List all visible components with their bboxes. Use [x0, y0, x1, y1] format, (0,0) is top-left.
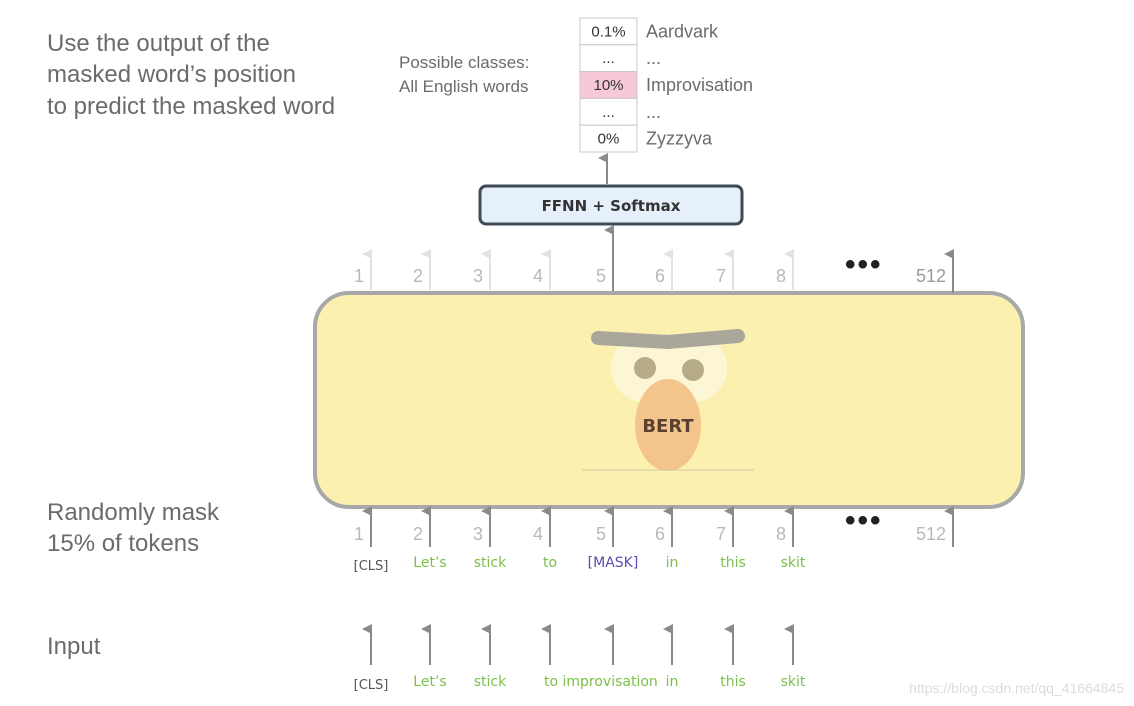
- output-position-number-512: 512: [916, 266, 946, 286]
- input-token: [CLS]: [354, 678, 389, 693]
- input-positions-row: 1 2 3 4 5 6 7 8 512: [354, 506, 954, 547]
- mask-caption-line-1: Randomly mask: [47, 499, 220, 526]
- bert-left-eye: [634, 357, 656, 379]
- bottom-ellipsis: •••: [845, 504, 883, 537]
- input-caption: Input: [47, 633, 101, 660]
- input-position-number: 3: [473, 524, 483, 544]
- prob-cell: [579, 17, 638, 46]
- watermark: https://blog.csdn.net/qq_41664845: [909, 680, 1124, 696]
- class-word: Improvisation: [646, 75, 753, 95]
- masked-row-token: in: [666, 555, 679, 571]
- masked-row-token: [CLS]: [354, 559, 389, 574]
- input-position-number: 2: [413, 524, 423, 544]
- top-ellipsis: •••: [845, 248, 883, 281]
- prob-cell: [579, 97, 638, 126]
- input-token: to improvisation: [544, 674, 658, 690]
- bert-label: BERT: [642, 416, 694, 437]
- input-token: skit: [781, 674, 806, 690]
- bert-model-block: BERT: [313, 291, 1025, 509]
- class-word: Zyzzyva: [646, 129, 713, 149]
- ffnn-softmax-box: FFNN + Softmax: [478, 184, 744, 226]
- input-position-number: 7: [716, 524, 726, 544]
- output-probability-table: 0.1% Aardvark...... 10% Improvisation......…: [579, 17, 753, 153]
- possible-classes-line-1: Possible classes:: [399, 53, 529, 72]
- possible-classes-line-2: All English words: [399, 77, 528, 96]
- prob-value: ...: [602, 104, 615, 121]
- top-left-caption: Use the output of the masked word’s posi…: [47, 30, 335, 120]
- prob-value: 0.1%: [591, 23, 625, 40]
- output-position-number: 3: [473, 266, 483, 286]
- output-row: 10% Improvisation: [579, 71, 753, 99]
- input-position-number: 1: [354, 524, 364, 544]
- input-arrows-row: [362, 624, 794, 665]
- caption-line-1: Use the output of the: [47, 30, 270, 57]
- prob-cell: [579, 124, 638, 153]
- masked-row-token: skit: [781, 555, 806, 571]
- prob-value: 0%: [598, 131, 620, 148]
- mid-left-caption: Randomly mask 15% of tokens: [47, 499, 220, 557]
- output-position-number: 8: [776, 266, 786, 286]
- masked-row-token: Let’s: [413, 555, 446, 571]
- input-token: Let’s: [413, 674, 446, 690]
- masked-row-token: this: [720, 555, 746, 571]
- ffnn-softmax-label: FFNN + Softmax: [542, 197, 681, 215]
- output-row: ......: [579, 97, 661, 126]
- possible-classes-label: Possible classes: All English words: [399, 53, 529, 96]
- output-position-number: 7: [716, 266, 726, 286]
- class-word: ...: [646, 48, 661, 68]
- output-row: ......: [579, 44, 661, 73]
- output-position-number: 2: [413, 266, 423, 286]
- prob-value: ...: [602, 50, 615, 67]
- output-positions-row: 1 2 3 4 5 6 7 8 512: [354, 249, 954, 293]
- masked-tokens-row: [CLS] Let’s stick to [MASK] in this skit: [354, 555, 806, 574]
- output-position-number: 1: [354, 266, 364, 286]
- mask-caption-line-2: 15% of tokens: [47, 530, 199, 557]
- bert-right-eye: [682, 359, 704, 381]
- caption-line-2: masked word’s position: [47, 61, 296, 88]
- masked-row-token: to: [543, 555, 557, 571]
- input-token: in: [666, 674, 679, 690]
- output-position-number: 4: [533, 266, 543, 286]
- input-position-number: 6: [655, 524, 665, 544]
- input-position-number: 5: [596, 524, 606, 544]
- prob-value: 10%: [593, 77, 623, 94]
- masked-row-token: stick: [474, 555, 507, 571]
- bert-face-illustration: BERT: [582, 329, 754, 471]
- input-position-number: 4: [533, 524, 543, 544]
- input-position-number: 8: [776, 524, 786, 544]
- masked-token: [MASK]: [588, 555, 639, 571]
- bert-eyebrow: [591, 329, 745, 349]
- bert-nose: [635, 379, 701, 471]
- class-word: Aardvark: [646, 21, 719, 41]
- output-position-number: 5: [596, 266, 606, 286]
- output-position-number: 6: [655, 266, 665, 286]
- input-position-number-512: 512: [916, 524, 946, 544]
- output-row: 0% Zyzzyva: [579, 124, 713, 153]
- caption-line-3: to predict the masked word: [47, 93, 335, 120]
- output-row: 0.1% Aardvark: [579, 17, 719, 46]
- class-word: ...: [646, 102, 661, 122]
- input-token: this: [720, 674, 746, 690]
- input-token: stick: [474, 674, 507, 690]
- input-tokens-row: [CLS] Let’s stick to improvisation in this ski…: [354, 674, 806, 693]
- prob-cell: [579, 44, 638, 73]
